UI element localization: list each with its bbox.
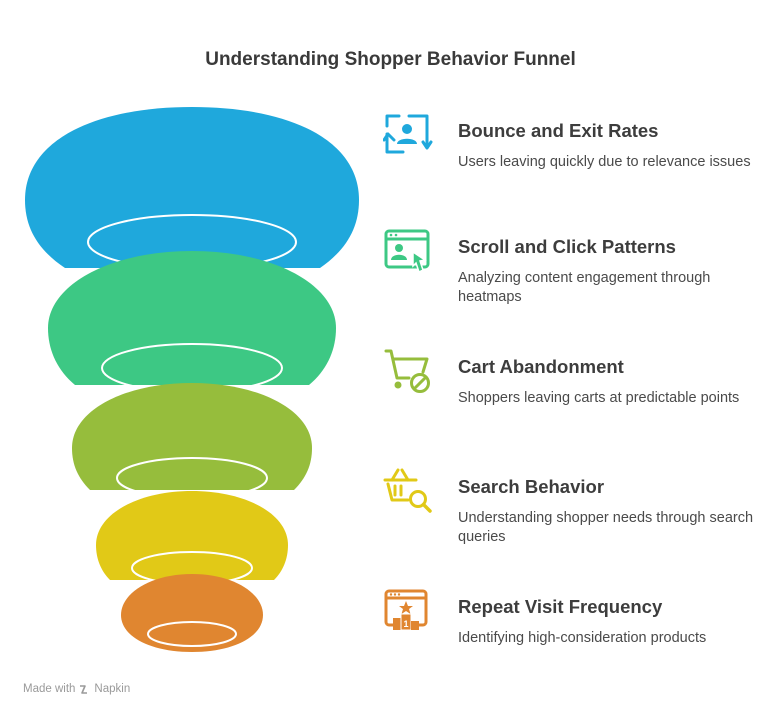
stage-title: Search Behavior <box>458 476 605 497</box>
stage-description: Users leaving quickly due to relevance i… <box>458 154 751 170</box>
stage-description: Shoppers leaving carts at predictable po… <box>458 390 740 406</box>
stage-title: Bounce and Exit Rates <box>458 120 659 141</box>
napkin-logo-icon <box>80 684 88 694</box>
funnel-graphic <box>25 107 359 652</box>
funnel-stage-1 <box>25 107 359 270</box>
footer-made-with: Made with <box>23 683 76 695</box>
user-arrows-icon <box>383 114 433 154</box>
browser-click-icon <box>384 229 430 274</box>
funnel-stage-4 <box>96 491 288 585</box>
basket-search-icon <box>383 468 432 513</box>
diagram-title: Understanding Shopper Behavior Funnel <box>205 49 576 70</box>
funnel-layer-5 <box>121 574 263 652</box>
funnel-layer-1 <box>25 107 359 268</box>
stage-description: Understanding shopper needs through sear… <box>458 510 754 545</box>
footer-brand: Napkin <box>94 683 131 695</box>
cart-cancel-icon <box>384 349 430 393</box>
footer-attribution: Made with Napkin <box>23 683 130 695</box>
funnel-layer-3 <box>72 383 312 490</box>
funnel-stage-3 <box>72 383 312 499</box>
stage-title: Cart Abandonment <box>458 356 624 377</box>
stage-description: Identifying high-consideration products <box>458 630 707 646</box>
funnel-layer-2 <box>48 251 336 385</box>
funnel-stage-5 <box>121 574 263 652</box>
svg-text:1: 1 <box>403 619 408 629</box>
stage-title: Repeat Visit Frequency <box>458 596 663 617</box>
funnel-ring-5 <box>147 621 237 647</box>
stage-title: Scroll and Click Patterns <box>458 236 676 257</box>
funnel-stage-2 <box>48 251 336 393</box>
browser-star-ranking-icon: 1 <box>384 589 428 631</box>
funnel-layer-4 <box>96 491 288 580</box>
stage-description: Analyzing content engagement through hea… <box>458 270 711 305</box>
